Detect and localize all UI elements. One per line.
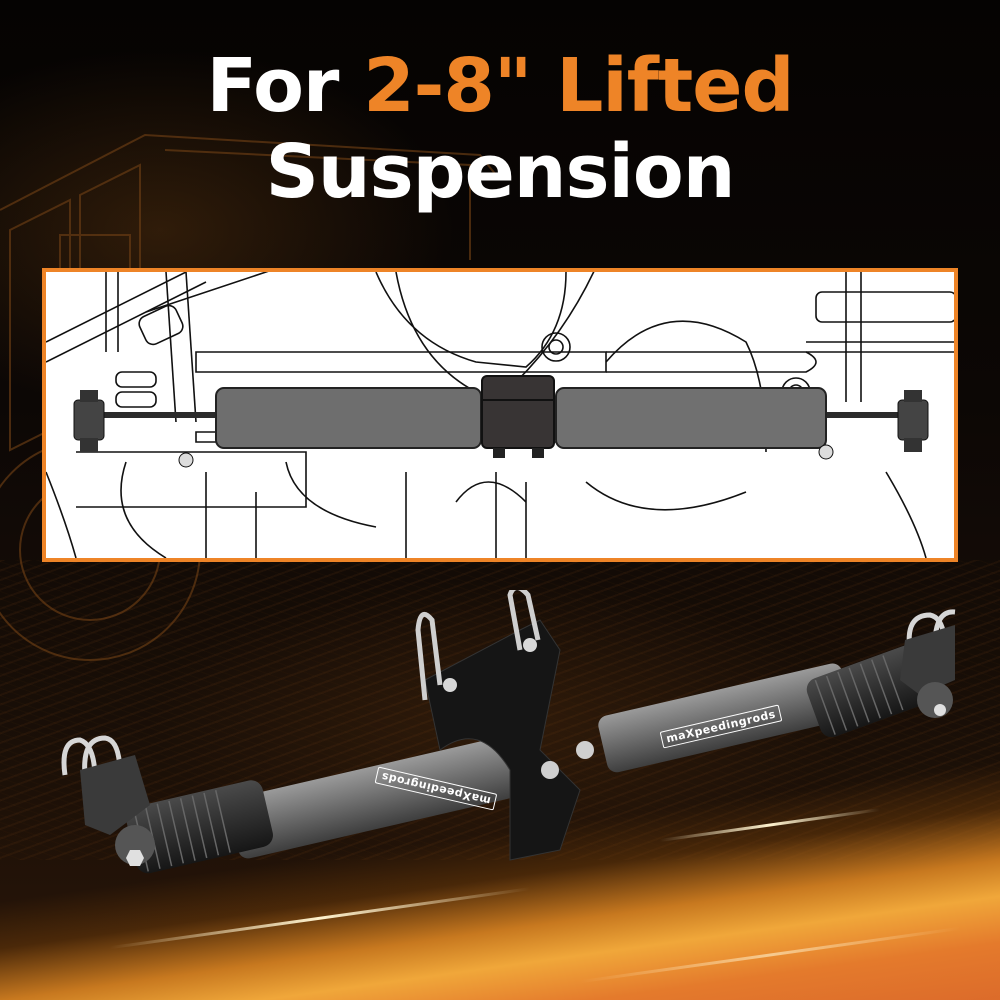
headline: For 2-8" Lifted Suspension — [0, 47, 1000, 215]
installation-diagram — [42, 268, 958, 562]
left-mount-bracket — [80, 755, 155, 866]
u-bolt-left — [61, 735, 123, 781]
right-tie-rod-end — [897, 390, 929, 452]
axle-line-drawing — [46, 272, 954, 558]
u-bolt-center — [415, 590, 541, 701]
headline-line-2: Suspension — [265, 128, 736, 215]
left-shock-cylinder — [215, 387, 482, 449]
left-tie-rod-end — [73, 390, 105, 452]
right-shock-cylinder — [555, 387, 827, 449]
center-clamp-bracket — [481, 375, 555, 458]
headline-line-1: For 2-8" Lifted — [0, 47, 1000, 126]
center-bracket — [424, 619, 594, 861]
right-cylinder — [598, 663, 851, 773]
right-mount-bracket — [900, 625, 955, 718]
headline-prefix: For — [206, 43, 340, 129]
headline-accent: 2-8" Lifted — [363, 43, 794, 129]
product-stabilizer: maXpeedingrods maXpeedingrods — [40, 590, 960, 890]
stabilizer-render — [61, 590, 956, 874]
left-cylinder — [228, 736, 522, 859]
